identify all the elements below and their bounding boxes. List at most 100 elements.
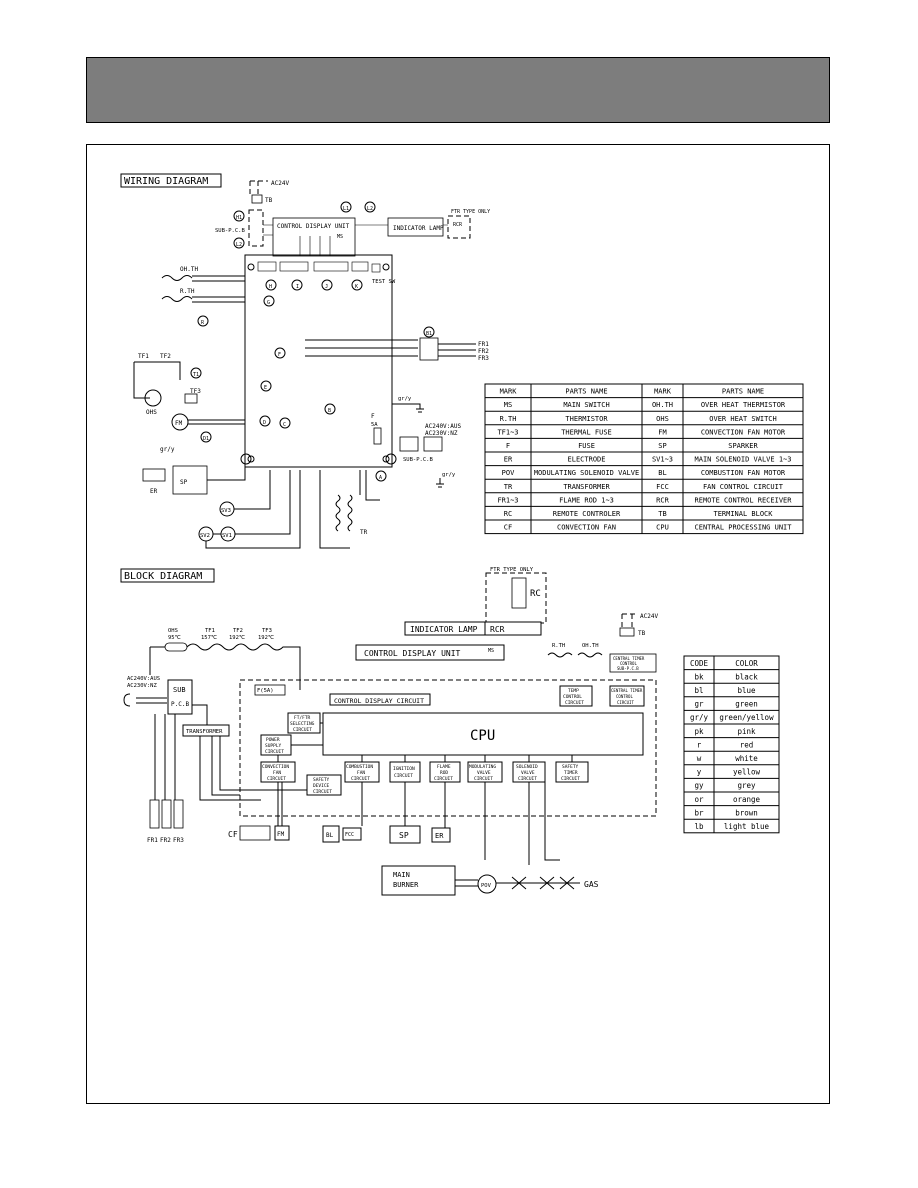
tf3-fuse	[184, 393, 198, 404]
block-sd-3: CIRCUIT	[313, 789, 332, 795]
block-st-1: SAFETY	[562, 764, 579, 770]
block-sv-1: SOLENOID	[516, 764, 538, 770]
er-electrode	[142, 468, 166, 482]
block-fcc: FCC	[345, 832, 354, 838]
wiring-subpcb-top: SUB-P.C.B	[215, 228, 245, 234]
parts-table-cell: TF1~3	[497, 428, 518, 436]
parts-table-cell: RC	[504, 510, 512, 518]
parts-table-cell: TRANSFORMER	[563, 483, 610, 491]
conn-j	[321, 279, 333, 291]
color-table-cell: r	[697, 740, 702, 749]
block-ac-1: AC240V:AUS	[127, 676, 160, 682]
sub-pcb-to-cdu	[263, 224, 273, 236]
wiring-fuse-rating: 5A	[371, 422, 378, 428]
block-st-2: TIMER	[564, 770, 578, 776]
parts-table-cell: OH.TH	[652, 401, 673, 409]
control-display-circuit	[329, 693, 431, 706]
parts-table-cell: TERMINAL BLOCK	[713, 510, 773, 518]
temp-control-circuit	[559, 685, 593, 707]
block-rc: RC	[530, 589, 541, 599]
color-table-cell: black	[735, 672, 758, 681]
parts-table-cell: RCR	[656, 496, 669, 504]
conn-h1	[233, 237, 245, 249]
conn-h	[265, 279, 277, 291]
conn-l2	[364, 201, 376, 213]
sp-box	[172, 465, 208, 495]
block-er: ER	[435, 832, 444, 840]
rth-leads	[192, 296, 245, 303]
block-ohs-switch	[164, 642, 188, 652]
parts-table-cell: REMOTE CONTROL RECEIVER	[695, 496, 793, 504]
block-burner: BURNER	[393, 881, 419, 889]
conn-d-label: D	[263, 420, 266, 426]
wiring-test-sw: TEST SW	[372, 279, 396, 285]
conn-i-label: I	[296, 284, 299, 290]
parts-table-cell: FAN CONTROL CIRCUIT	[703, 483, 784, 491]
sub-circuits: CONVECTION FAN CIRCUIT SAFETY DEVICE CIR…	[260, 761, 589, 796]
wiring-gry: gr/y	[160, 446, 175, 453]
block-bottom-leads	[361, 782, 446, 828]
tb-terminal	[251, 194, 263, 204]
sub-pcb-right-conn2	[423, 436, 443, 452]
conn-d	[259, 415, 271, 427]
color-table-cell: white	[735, 754, 758, 763]
parts-table-cell: THERMAL FUSE	[561, 428, 612, 436]
content-frame	[86, 144, 830, 1104]
wiring-diagram: WIRING DIAGRAM AC24V TB H1 SUB-P.C.B L2 …	[120, 173, 490, 549]
block-fm: FM	[277, 831, 285, 838]
block-ps-3: CIRCUIT	[265, 749, 284, 755]
color-table-cell: gr	[694, 700, 704, 709]
tr-coil-1	[335, 494, 341, 532]
main-burner-box	[381, 865, 456, 896]
wiring-f: F	[371, 413, 375, 420]
fr-block-leads	[154, 714, 176, 800]
parts-table-cell: FR1~3	[497, 496, 518, 504]
wiring-fm: FM	[175, 420, 183, 427]
conn-a	[375, 470, 387, 482]
wiring-sv1: SV1	[222, 533, 232, 539]
block-tb	[619, 627, 635, 637]
color-table-cell: orange	[733, 795, 761, 804]
conn-l2-label: L2	[367, 206, 373, 212]
sp-lead	[207, 467, 246, 481]
conn-c-label: C	[283, 422, 286, 428]
wiring-fr2: FR2	[478, 348, 489, 355]
block-main: MAIN	[393, 871, 410, 879]
block-fm-leads	[277, 782, 283, 826]
block-ig-1: IGNITION	[393, 766, 415, 772]
conn-h1-label: L2	[236, 242, 242, 248]
transformer-block	[182, 724, 230, 737]
color-table-cell: yellow	[733, 768, 761, 777]
conn-r-label: R	[201, 320, 205, 326]
block-cf: CF	[228, 830, 238, 839]
block-fr-1: FLAME	[437, 764, 451, 770]
tr-lead-left	[319, 470, 350, 549]
color-table-cell: green/yellow	[719, 713, 774, 722]
parts-table-cell: OHS	[656, 415, 669, 423]
conn-g-label: G	[267, 300, 270, 306]
conn-e	[260, 380, 272, 392]
block-rth-element	[547, 652, 573, 658]
parts-table-header: MARK	[500, 388, 518, 396]
wiring-gry-right: gr/y	[442, 472, 456, 478]
conn-t1	[190, 367, 202, 379]
block-ohth-element	[577, 652, 603, 658]
block-tcc-2: CONTROL	[563, 694, 582, 700]
block-ps-2: SUPPLY	[265, 743, 282, 749]
block-ohs-temp: 95℃	[168, 635, 182, 641]
wiring-rcr: RCR	[453, 222, 463, 228]
conn-b1	[423, 326, 435, 338]
parts-table-cell: FM	[658, 428, 666, 436]
wiring-ms: MS	[337, 234, 343, 240]
block-er-box	[431, 827, 451, 843]
block-ig-2: CIRCUIT	[394, 773, 413, 779]
block-fcc-box	[342, 827, 362, 841]
block-transformer: TRANSFORMER	[186, 729, 223, 735]
color-table-header: CODE	[690, 659, 709, 668]
parts-table-cell: ELECTRODE	[568, 456, 606, 464]
block-ct-2: CONTROL	[620, 661, 637, 666]
parts-table-header: PARTS NAME	[565, 388, 607, 396]
block-tf3: TF3	[262, 628, 272, 634]
wiring-ftr-type: FTR TYPE ONLY	[451, 209, 490, 215]
central-timer-control-circuit	[609, 685, 645, 707]
